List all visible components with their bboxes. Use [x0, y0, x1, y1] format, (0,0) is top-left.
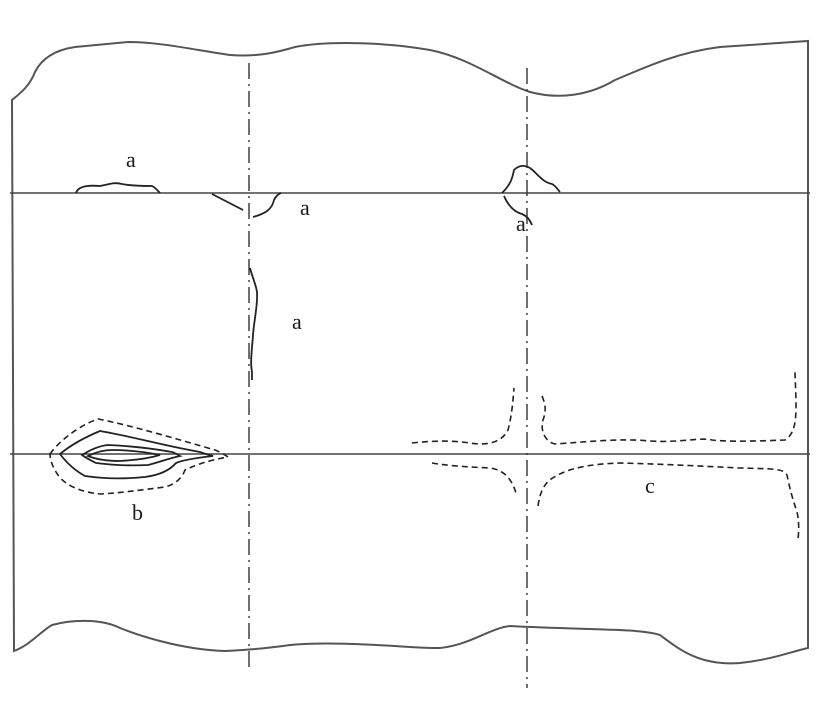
crack-a-right-axis-lower [503, 195, 533, 226]
crack-a-vertical [249, 267, 259, 380]
crack-a-right-axis [501, 164, 561, 194]
label-a-right-axis: a [516, 211, 526, 236]
crack-b-core [85, 449, 161, 462]
label-a-vertical-crack: a [292, 309, 302, 334]
specimen-outline [10, 39, 809, 665]
crack-c-upper-left [411, 387, 515, 445]
crack-c-lower-right [537, 462, 800, 541]
label-a-near-left-axis: a [300, 195, 310, 220]
label-c: c [645, 473, 655, 498]
crack-a-top-left [75, 182, 161, 194]
crack-a-near-left-axis-2 [252, 192, 282, 218]
crack-c-upper-right [541, 369, 797, 445]
crack-b-inner [80, 444, 183, 467]
label-b: b [132, 500, 143, 525]
crack-b-outer-dashed [49, 418, 231, 495]
label-a-top-left: a [126, 147, 136, 172]
crack-b-middle [58, 430, 214, 480]
crack-c-lower-left [431, 462, 517, 494]
crack-a-near-left-axis-1 [211, 193, 244, 211]
